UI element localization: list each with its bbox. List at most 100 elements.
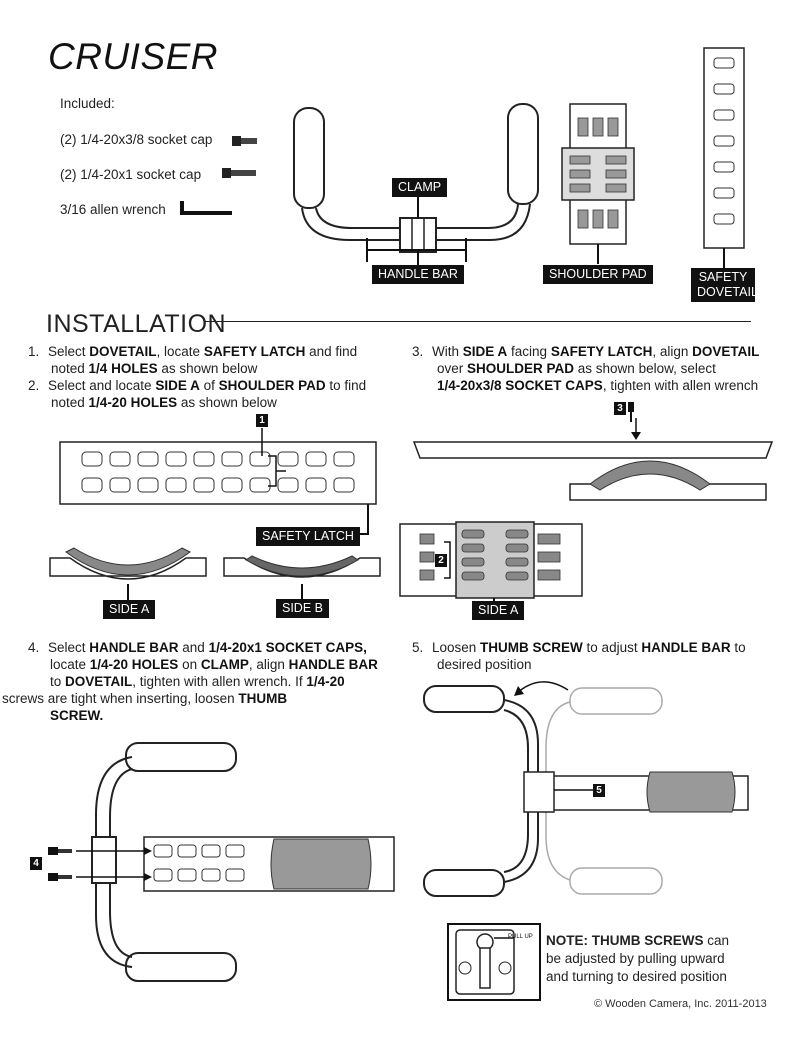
step-text: of [199, 378, 219, 393]
step-number: 4. [28, 640, 40, 655]
step-number: 2. [28, 378, 40, 393]
shoulder-pad-illustration [561, 103, 635, 264]
clamp-label: CLAMP [392, 178, 448, 197]
dovetail-over-pad-illustration [412, 402, 774, 501]
shoulder-pad-side-a-illustration [399, 521, 583, 606]
step-keyword: THUMB [238, 691, 288, 706]
pull-up-label: PULL UP [508, 934, 533, 940]
note-text: and turning to desired position [546, 969, 727, 984]
step-keyword: SHOULDER PAD [218, 378, 326, 393]
step-1: 1. Select DOVETAIL, locate SAFETY LATCH a… [28, 343, 388, 377]
step-badge-4: 4 [30, 857, 42, 870]
step-3: 3. With SIDE A facing SAFETY LATCH, align… [412, 343, 792, 394]
step-text: , locate [156, 344, 204, 359]
step-text: facing [507, 344, 551, 359]
step-number: 1. [28, 344, 40, 359]
step-text: noted [51, 395, 89, 410]
included-item: 3/16 allen wrench [60, 202, 166, 217]
shoulder-pad-label: SHOULDER PAD [543, 265, 653, 284]
step-keyword: 1/4-20 [306, 674, 345, 689]
step-badge-2: 2 [435, 554, 447, 567]
step-text: Select [48, 640, 90, 655]
step-keyword: SCREW. [50, 708, 104, 723]
step-text: noted [51, 361, 89, 376]
safety-dovetail-label-line1: SAFETY [698, 270, 748, 284]
step-text: , align [248, 657, 289, 672]
step-text: screws are tight when inserting, loosen [2, 691, 239, 706]
included-item: (2) 1/4-20x1 socket cap [60, 167, 202, 182]
side-b-label: SIDE B [276, 599, 329, 618]
step-text: on [178, 657, 201, 672]
step-keyword: THUMB SCREW [480, 640, 583, 655]
step-badge-1: 1 [256, 414, 268, 427]
step-text: and find [305, 344, 358, 359]
step-keyword: SIDE A [155, 378, 200, 393]
step-text: desired position [437, 657, 532, 672]
short-screw-icon [232, 136, 257, 146]
step-keyword: DOVETAIL [89, 344, 157, 359]
section-heading: INSTALLATION [46, 310, 227, 338]
step-text: Loosen [432, 640, 481, 655]
handle-bar-label: HANDLE BAR [372, 265, 464, 284]
step-text: , tighten with allen wrench. If [132, 674, 307, 689]
step-text: and [178, 640, 209, 655]
step-keyword: HANDLE BAR [89, 640, 179, 655]
step-text: With [432, 344, 463, 359]
safety-dovetail-label: SAFETY DOVETAIL [691, 268, 758, 302]
side-b-illustration [223, 555, 381, 600]
assembly-step-4-illustration [48, 742, 395, 982]
side-a-illustration [49, 547, 207, 602]
step-keyword: HANDLE BAR [288, 657, 378, 672]
step-text: Select and locate [48, 378, 156, 393]
step-badge-3: 3 [614, 402, 626, 415]
step-keyword: HANDLE BAR [641, 640, 731, 655]
step-text: to [730, 640, 746, 655]
note-text: can [703, 933, 730, 948]
step-number: 3. [412, 344, 424, 359]
step-keyword: SIDE A [462, 344, 508, 359]
assembly-step-5-illustration [423, 681, 749, 897]
copyright: © Wooden Camera, Inc. 2011-2013 [594, 998, 767, 1010]
step-text: , tighten with allen wrench [602, 378, 759, 393]
page-title: CRUISER [48, 36, 219, 77]
step-keyword: 1/4-20x1 SOCKET CAPS, [208, 640, 367, 655]
step-4: 4. Select HANDLE BAR and 1/4-20x1 SOCKET … [2, 639, 408, 724]
step-text: , align [652, 344, 693, 359]
step-keyword: DOVETAIL [692, 344, 760, 359]
thumb-screw-note: NOTE: THUMB SCREWS can be adjusted by pu… [546, 932, 746, 986]
included-item: (2) 1/4-20x3/8 socket cap [60, 132, 213, 147]
step-text: to [50, 674, 66, 689]
step-2: 2. Select and locate SIDE A of SHOULDER P… [28, 377, 398, 411]
step-keyword: DOVETAIL [65, 674, 133, 689]
handle-bar-illustration [293, 103, 539, 265]
step-keyword: 1/4-20x3/8 SOCKET CAPS [437, 378, 603, 393]
step-text: over [437, 361, 468, 376]
step-keyword: 1/4-20 HOLES [89, 657, 179, 672]
side-a-label-2: SIDE A [472, 601, 525, 620]
section-divider [205, 321, 751, 322]
side-a-label: SIDE A [103, 600, 156, 619]
step-text: to find [325, 378, 367, 393]
long-screw-icon [222, 168, 256, 178]
note-text: be adjusted by pulling upward [546, 951, 725, 966]
allen-wrench-icon [180, 201, 232, 215]
step-keyword: SAFETY LATCH [550, 344, 653, 359]
dovetail-horizontal-illustration [59, 428, 377, 535]
step-text: locate [50, 657, 90, 672]
thumb-screw-inset [447, 923, 541, 1001]
step-5: 5. Loosen THUMB SCREW to adjust HANDLE BA… [412, 639, 792, 673]
step-keyword: SAFETY LATCH [203, 344, 306, 359]
included-heading: Included: [60, 96, 115, 111]
step-number: 5. [412, 640, 424, 655]
step-text: to adjust [582, 640, 642, 655]
step-text: as shown below, select [574, 361, 716, 376]
step-text: as shown below [177, 395, 277, 410]
step-badge-5: 5 [593, 784, 605, 797]
safety-dovetail-label-line2: DOVETAIL [697, 285, 758, 299]
step-keyword: CLAMP [200, 657, 249, 672]
note-keyword: NOTE: THUMB SCREWS [546, 933, 704, 948]
step-text: Select [48, 344, 90, 359]
step-keyword: 1/4-20 HOLES [88, 395, 178, 410]
step-text: as shown below [157, 361, 258, 376]
safety-dovetail-illustration [703, 47, 745, 270]
